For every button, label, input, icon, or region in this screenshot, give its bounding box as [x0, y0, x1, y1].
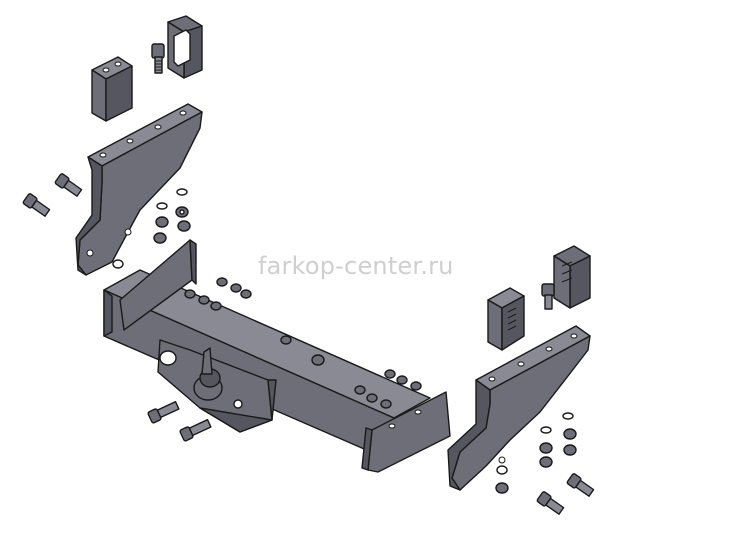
watermark-text: farkop-center.ru	[258, 252, 454, 280]
lower-left-bolts	[147, 400, 212, 442]
left-vertical-bolt	[151, 43, 165, 74]
right-vertical-bolt	[541, 283, 555, 310]
beam-nuts	[184, 277, 422, 409]
left-side-bolts	[22, 173, 83, 217]
left-mounting-plate	[75, 103, 203, 276]
right-nuts-washers	[495, 412, 577, 494]
right-mounting-plate	[447, 325, 591, 491]
left-c-clamp	[167, 15, 203, 79]
left-clamp-bracket	[91, 56, 133, 122]
right-c-clamp	[553, 245, 591, 309]
left-nuts-washers	[112, 188, 191, 269]
right-clamp-bracket	[487, 287, 525, 351]
lower-right-bolts	[536, 473, 595, 515]
tow-ball-mount	[157, 339, 277, 433]
